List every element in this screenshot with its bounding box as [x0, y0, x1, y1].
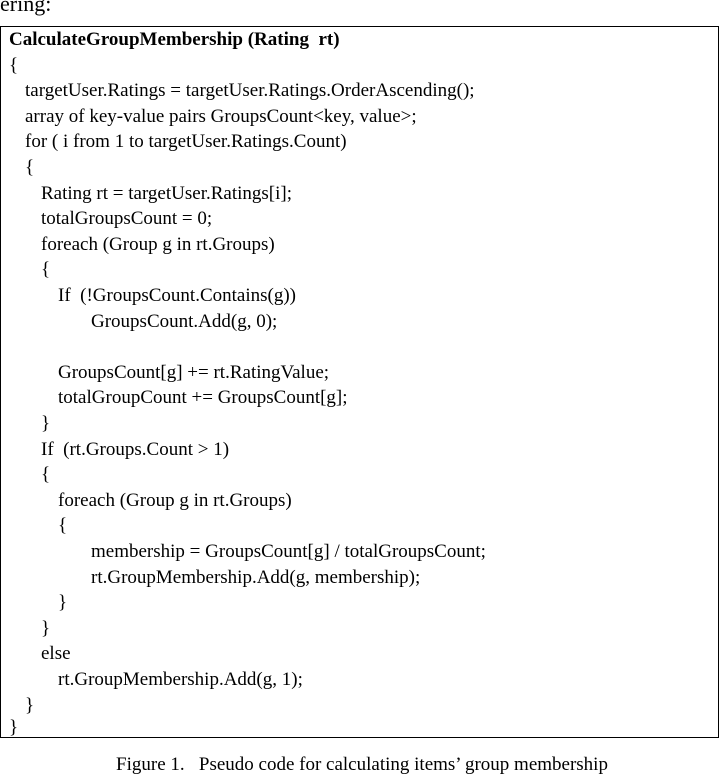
code-line: } [58, 592, 68, 614]
code-line: totalGroupCount += GroupsCount[g]; [58, 387, 348, 409]
code-line: targetUser.Ratings = targetUser.Ratings.… [25, 80, 475, 102]
code-line: } [25, 694, 35, 716]
code-line: { [25, 157, 35, 178]
code-line: totalGroupsCount = 0; [41, 208, 213, 230]
code-line: } [41, 413, 51, 434]
code-line: for ( i from 1 to targetUser.Ratings.Cou… [25, 131, 347, 153]
code-line: rt.GroupMembership.Add(g, membership); [91, 566, 421, 588]
code-line: If (!GroupsCount.Contains(g)) [58, 285, 296, 306]
code-line: } [41, 617, 51, 639]
function-signature: CalculateGroupMembership (Rating rt) [9, 29, 340, 50]
code-line: rt.GroupMembership.Add(g, 1); [58, 669, 303, 690]
code-line: else [41, 643, 71, 665]
code-line: foreach (Group g in rt.Groups) [41, 233, 275, 255]
code-line: If (rt.Groups.Count > 1) [41, 438, 230, 460]
code-line: GroupsCount[g] += rt.RatingValue; [58, 361, 330, 383]
code-line: { [41, 259, 51, 281]
pseudocode-box: CalculateGroupMembership (Rating rt) { t… [0, 26, 719, 738]
figure-caption: Figure 1. Pseudo code for calculating it… [116, 754, 608, 775]
code-line: Rating rt = targetUser.Ratings[i]; [41, 182, 292, 204]
code-line: { [9, 54, 19, 76]
code-line: array of key-value pairs GroupsCount<key… [25, 105, 417, 127]
code-line: foreach (Group g in rt.Groups) [58, 489, 292, 511]
code-line: { [58, 515, 68, 537]
code-line: { [41, 464, 51, 486]
code-line: membership = GroupsCount[g] / totalGroup… [91, 541, 486, 562]
code-line: } [9, 717, 19, 738]
code-line: GroupsCount.Add(g, 0); [91, 310, 278, 332]
previous-section-fragment: ering: [0, 0, 52, 16]
